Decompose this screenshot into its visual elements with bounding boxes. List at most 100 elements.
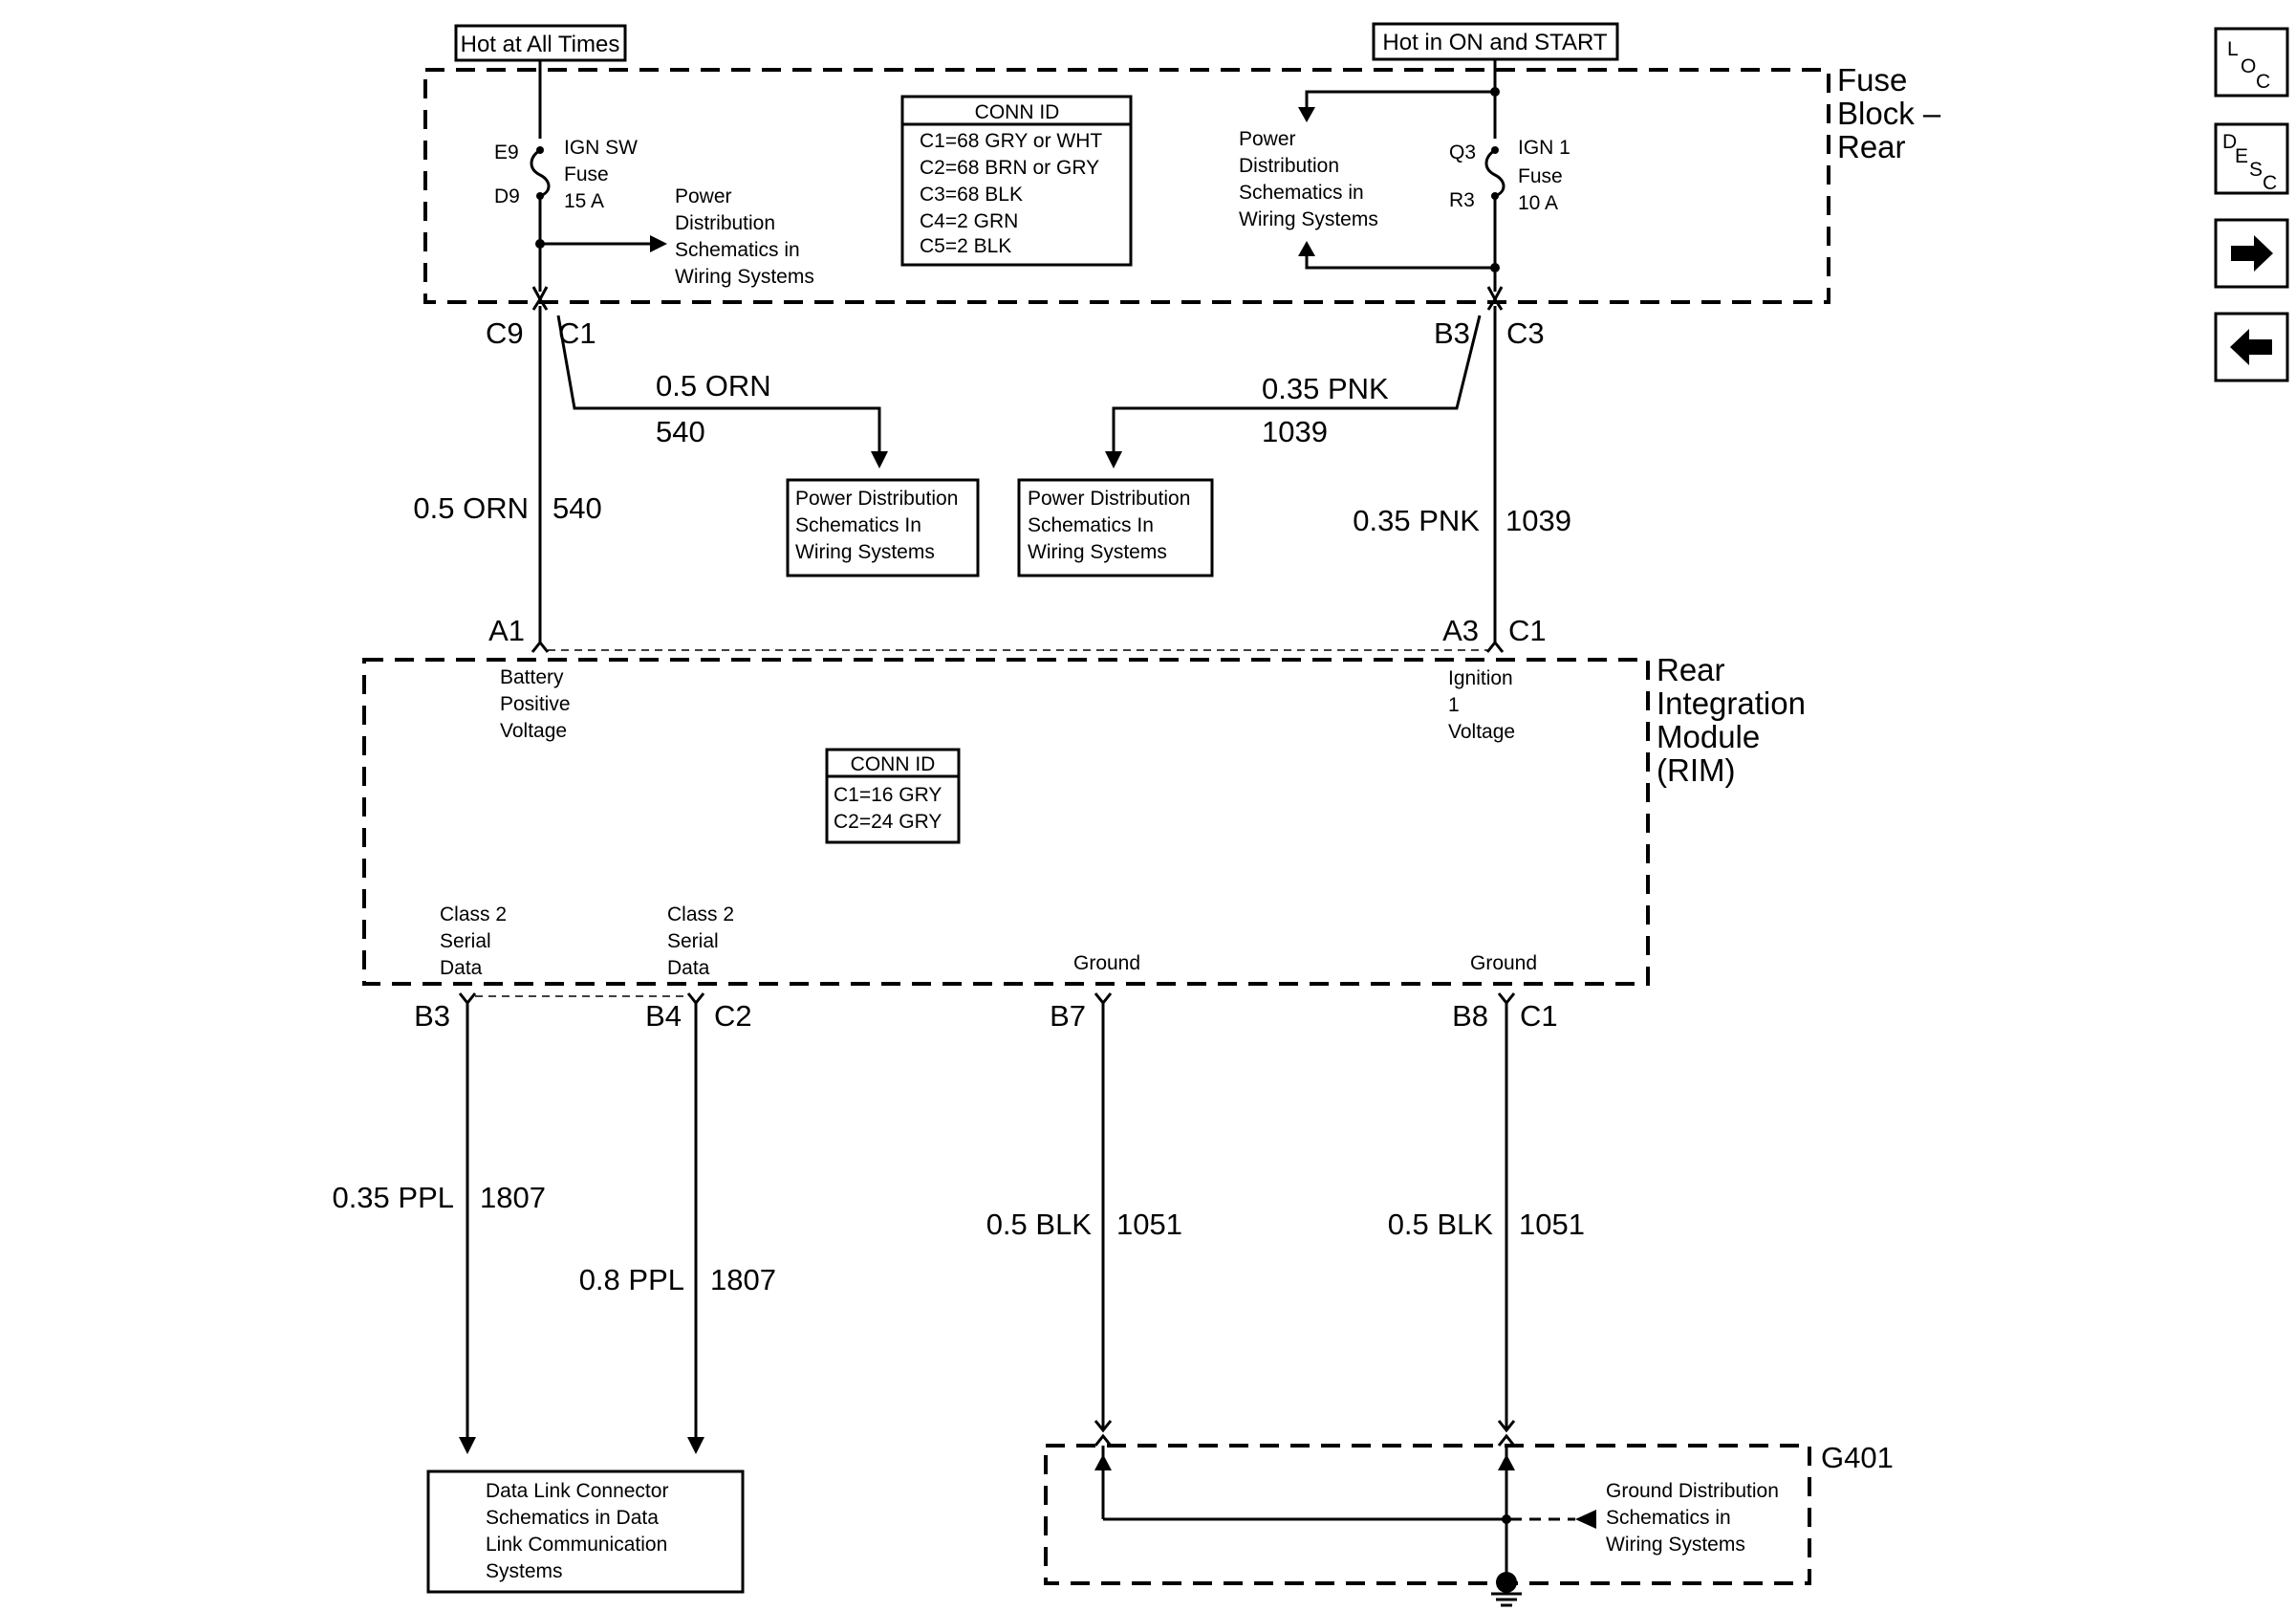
svg-text:IGN 1: IGN 1 [1518, 137, 1570, 159]
g401-ground-outline [1044, 1444, 1811, 1585]
wire-right-main-color: 0.35 PNK [1353, 504, 1480, 537]
svg-text:Wiring Systems: Wiring Systems [1239, 208, 1378, 230]
svg-text:Class 2: Class 2 [440, 903, 507, 925]
svg-text:C4=2 GRN: C4=2 GRN [920, 210, 1018, 232]
class-2-serial-data-label-a: Class 2 Serial Data [440, 903, 507, 979]
svg-text:Schematics In: Schematics In [795, 514, 921, 536]
fuse-block-outline [423, 68, 1830, 304]
svg-text:Voltage: Voltage [500, 720, 567, 742]
svg-text:Class 2: Class 2 [667, 903, 734, 925]
wire-ppl-a-circuit: 1807 [480, 1181, 546, 1214]
fuse-block-name: Fuse Block – Rear [1837, 62, 1941, 164]
hot-at-all-times-label: Hot at All Times [454, 24, 627, 62]
rim-outline [362, 658, 1650, 986]
svg-text:Power Distribution: Power Distribution [1028, 488, 1190, 510]
svg-text:IGN SW: IGN SW [564, 137, 638, 159]
svg-text:O: O [2241, 55, 2256, 77]
svg-text:C3=68 BLK: C3=68 BLK [920, 184, 1023, 206]
wire-0-35-pnk-branch [1112, 315, 1482, 451]
previous-page-button[interactable] [2214, 312, 2289, 382]
svg-text:Rear: Rear [1837, 129, 1906, 164]
rim-pin-b7: B7 [1050, 999, 1086, 1033]
svg-text:Integration: Integration [1657, 686, 1806, 721]
svg-text:Positive: Positive [500, 693, 571, 715]
svg-text:1: 1 [1448, 694, 1460, 716]
data-link-connector-ref-box: Data Link Connector Schematics in Data L… [426, 1469, 745, 1594]
svg-text:Schematics In: Schematics In [1028, 514, 1154, 536]
wire-blk-a-color: 0.5 BLK [986, 1208, 1093, 1241]
fuse-block-pin-b3: B3 [1434, 316, 1470, 350]
fuse-right-pin-bottom: R3 [1449, 189, 1475, 211]
svg-text:C5=2 BLK: C5=2 BLK [920, 235, 1011, 257]
svg-text:Wiring Systems: Wiring Systems [795, 541, 935, 563]
rim-pin-a3: A3 [1442, 614, 1479, 647]
svg-text:Voltage: Voltage [1448, 721, 1515, 743]
arrow-left-icon [2230, 329, 2272, 365]
svg-text:L: L [2227, 38, 2239, 60]
svg-text:C: C [2263, 172, 2277, 194]
wire-left-branch-color: 0.5 ORN [656, 369, 771, 403]
svg-text:S: S [2249, 159, 2263, 181]
fuse-right-pin-top: Q3 [1449, 142, 1476, 163]
svg-text:Schematics in: Schematics in [1606, 1507, 1731, 1529]
rim-conn-c1-top: C1 [1508, 614, 1547, 647]
rim-ground-label-b: Ground [1470, 952, 1537, 974]
wire-blk-b-circuit: 1051 [1519, 1208, 1585, 1241]
svg-text:Distribution: Distribution [675, 212, 775, 234]
svg-text:Ignition: Ignition [1448, 667, 1513, 689]
rim-conn-c2: C2 [714, 999, 752, 1033]
ground-distribution-ref: Ground Distribution Schematics in Wiring… [1606, 1480, 1779, 1556]
svg-text:Wiring Systems: Wiring Systems [675, 266, 814, 288]
fuse-block-conn-c3: C3 [1506, 316, 1545, 350]
fuse-block-pin-c9: C9 [486, 316, 524, 350]
rim-conn-c1-bottom: C1 [1520, 999, 1558, 1033]
svg-text:15 A: 15 A [564, 190, 604, 212]
loc-button[interactable]: L O C [2214, 27, 2289, 98]
svg-text:D: D [2222, 131, 2237, 153]
svg-text:Data: Data [667, 957, 710, 979]
rim-pin-b3: B3 [414, 999, 450, 1033]
power-distribution-ref-box-left: Power Distribution Schematics In Wiring … [786, 478, 980, 577]
hot-in-on-start-label: Hot in ON and START [1372, 22, 1619, 61]
ign-1-fuse-label: IGN 1 Fuse 10 A [1518, 137, 1570, 214]
next-page-button[interactable] [2214, 218, 2289, 289]
svg-text:CONN ID: CONN ID [975, 101, 1060, 123]
wire-blk-a-circuit: 1051 [1116, 1208, 1182, 1241]
svg-text:Fuse: Fuse [1518, 165, 1563, 187]
svg-text:E: E [2235, 145, 2248, 167]
svg-text:(RIM): (RIM) [1657, 752, 1735, 788]
arrow-right-icon [2231, 235, 2273, 272]
right-power-distribution-ref: Power Distribution Schematics in Wiring … [1239, 128, 1378, 230]
svg-text:Wiring Systems: Wiring Systems [1028, 541, 1167, 563]
svg-text:C: C [2256, 71, 2270, 93]
fuse-block-conn-id-table: CONN ID C1=68 GRY or WHT C2=68 BRN or GR… [900, 95, 1133, 267]
wire-ppl-b-circuit: 1807 [710, 1263, 776, 1296]
svg-text:Power Distribution: Power Distribution [795, 488, 958, 510]
svg-text:Rear: Rear [1657, 652, 1725, 687]
arrow-right-icon [650, 235, 667, 252]
power-distribution-ref-box-right: Power Distribution Schematics In Wiring … [1017, 478, 1214, 577]
wire-right-branch-circuit: 1039 [1262, 415, 1328, 448]
rim-ground-label-a: Ground [1073, 952, 1140, 974]
svg-text:Ground Distribution: Ground Distribution [1606, 1480, 1779, 1502]
svg-text:C2=24 GRY: C2=24 GRY [834, 811, 942, 833]
svg-text:Schematics in: Schematics in [675, 239, 800, 261]
class-2-serial-data-label-b: Class 2 Serial Data [667, 903, 734, 979]
svg-text:C1=16 GRY: C1=16 GRY [834, 784, 942, 806]
arrow-up-icon [1298, 241, 1315, 256]
g401-label: G401 [1821, 1441, 1894, 1474]
rim-pin-a1: A1 [488, 614, 525, 647]
svg-text:C2=68 BRN or GRY: C2=68 BRN or GRY [920, 157, 1099, 179]
arrow-down-icon [459, 1437, 476, 1454]
arrow-down-icon [871, 451, 888, 468]
ign-1-fuse-icon [1484, 148, 1505, 198]
desc-button[interactable]: D E S C [2214, 122, 2289, 195]
rim-pin-b8: B8 [1452, 999, 1488, 1033]
svg-text:Hot at All Times: Hot at All Times [461, 32, 620, 57]
svg-text:Fuse: Fuse [564, 163, 609, 185]
left-power-distribution-ref: Power Distribution Schematics in Wiring … [675, 185, 814, 288]
ign-sw-fuse-icon [530, 148, 551, 198]
wire-left-main-color: 0.5 ORN [413, 491, 529, 525]
svg-text:Hot in ON and START: Hot in ON and START [1382, 30, 1608, 55]
battery-positive-voltage-label: Battery Positive Voltage [500, 666, 571, 742]
